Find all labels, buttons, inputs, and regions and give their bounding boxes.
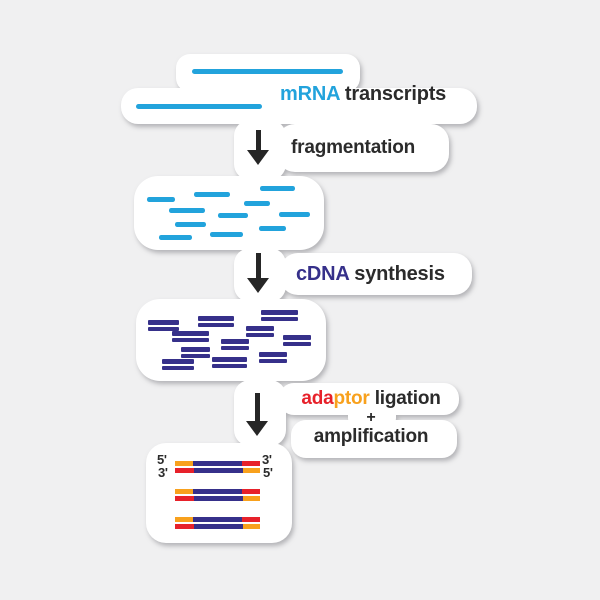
cdna-strand-top bbox=[162, 359, 194, 364]
sticker-blob bbox=[277, 124, 449, 172]
adaptor-segment bbox=[175, 517, 193, 523]
adaptor-ligated-construct bbox=[175, 517, 260, 530]
cdna-strand-top bbox=[259, 352, 287, 357]
adaptor-segment bbox=[242, 517, 260, 523]
mrna-transcripts-label: mRNA transcripts bbox=[280, 83, 446, 106]
ligation-label-rest: ligation bbox=[369, 388, 441, 409]
cdna-fragment bbox=[172, 331, 209, 343]
cdna-strand-top bbox=[246, 326, 274, 331]
cdna-strand-top bbox=[148, 320, 179, 325]
prime-end-label: 3' bbox=[158, 465, 168, 480]
adaptor-ligation-label-block: adaptor ligation + amplification bbox=[285, 388, 457, 448]
adaptor-segment bbox=[175, 461, 193, 467]
mrna-label-rest: transcripts bbox=[339, 83, 447, 105]
cdna-fragment bbox=[283, 335, 311, 347]
mrna-fragment-line bbox=[175, 222, 206, 227]
cdna-strand-bottom bbox=[198, 322, 234, 328]
cdna-strand-bottom bbox=[259, 358, 287, 364]
cdna-synthesis-label: cDNA synthesis bbox=[296, 263, 445, 286]
adaptor-ligated-construct bbox=[175, 489, 260, 502]
adaptor-segment bbox=[175, 524, 194, 530]
down-arrow-icon bbox=[247, 253, 269, 293]
cdna-fragment bbox=[259, 352, 287, 364]
cdna-fragment bbox=[198, 316, 234, 328]
adaptor-label-red: ada bbox=[301, 388, 334, 409]
cdna-label-colored: cDNA bbox=[296, 263, 349, 285]
amplification-label: amplification bbox=[313, 425, 429, 447]
mrna-label-colored: mRNA bbox=[280, 83, 340, 105]
cdna-strand-bottom bbox=[261, 316, 298, 322]
cdna-strand-bottom bbox=[162, 365, 194, 371]
cdna-insert-segment bbox=[192, 489, 243, 495]
mrna-fragment-line bbox=[194, 192, 230, 197]
fragmentation-label: fragmentation bbox=[291, 137, 416, 158]
prime-end-label: 3' bbox=[262, 452, 272, 467]
mrna-fragment-line bbox=[259, 226, 286, 231]
down-arrow-icon bbox=[246, 393, 268, 436]
construct-strand-top bbox=[175, 489, 260, 495]
cdna-strand-top bbox=[283, 335, 311, 340]
plus-sign: + bbox=[366, 408, 376, 426]
construct-strand-top bbox=[175, 517, 260, 523]
cdna-fragment bbox=[148, 320, 179, 332]
cdna-fragment bbox=[261, 310, 298, 322]
adaptor-segment bbox=[175, 496, 194, 502]
sticker-blob bbox=[280, 253, 472, 295]
construct-strand-bottom bbox=[175, 524, 260, 530]
mrna-fragment-line bbox=[260, 186, 295, 191]
cdna-fragment bbox=[162, 359, 194, 371]
sticker-blob bbox=[291, 420, 457, 458]
cdna-insert-segment bbox=[193, 496, 243, 502]
cdna-fragment bbox=[181, 347, 210, 359]
prime-end-label: 5' bbox=[157, 452, 167, 467]
cdna-strand-top bbox=[212, 357, 247, 362]
adaptor-segment bbox=[242, 468, 260, 474]
cdna-strand-bottom bbox=[148, 326, 179, 332]
cdna-fragment bbox=[246, 326, 274, 338]
adaptor-segment bbox=[175, 489, 193, 495]
cdna-strand-top bbox=[181, 347, 210, 352]
cdna-strand-bottom bbox=[246, 332, 274, 338]
cdna-insert-segment bbox=[192, 461, 243, 467]
cdna-strand-bottom bbox=[172, 337, 209, 343]
prime-end-label: 5' bbox=[263, 465, 273, 480]
adaptor-segment bbox=[242, 461, 260, 467]
cdna-insert-segment bbox=[193, 524, 243, 530]
adaptor-segment bbox=[242, 489, 260, 495]
mrna-fragment-line bbox=[244, 201, 270, 206]
cdna-strand-bottom bbox=[221, 345, 249, 351]
cdna-label-rest: synthesis bbox=[348, 263, 445, 285]
cdna-insert-segment bbox=[192, 517, 243, 523]
cdna-fragment bbox=[212, 357, 247, 369]
construct-strand-bottom bbox=[175, 468, 260, 474]
cdna-strand-top bbox=[261, 310, 298, 315]
mrna-fragment-line bbox=[159, 235, 192, 240]
mrna-fragment-line bbox=[169, 208, 205, 213]
cdna-strand-top bbox=[221, 339, 249, 344]
cdna-insert-segment bbox=[193, 468, 243, 474]
adaptor-ligated-construct bbox=[175, 461, 260, 474]
cdna-strand-bottom bbox=[212, 363, 247, 369]
cdna-fragment bbox=[221, 339, 249, 351]
adaptor-ligation-line: adaptor ligation bbox=[285, 388, 457, 410]
mrna-fragment-line bbox=[279, 212, 310, 217]
down-arrow-icon bbox=[247, 130, 269, 165]
mrna-transcript-line bbox=[136, 104, 262, 109]
construct-strand-bottom bbox=[175, 496, 260, 502]
mrna-fragment-line bbox=[218, 213, 248, 218]
cdna-strand-bottom bbox=[283, 341, 311, 347]
cdna-strand-bottom bbox=[181, 353, 210, 359]
cdna-strand-top bbox=[172, 331, 209, 336]
adaptor-segment bbox=[242, 524, 260, 530]
mrna-fragment-line bbox=[210, 232, 243, 237]
adaptor-segment bbox=[242, 496, 260, 502]
cdna-strand-top bbox=[198, 316, 234, 321]
adaptor-label-orange: ptor bbox=[333, 388, 370, 409]
construct-strand-top bbox=[175, 461, 260, 467]
adaptor-segment bbox=[175, 468, 194, 474]
mrna-transcript-line bbox=[192, 69, 343, 74]
mrna-fragment-line bbox=[147, 197, 175, 202]
